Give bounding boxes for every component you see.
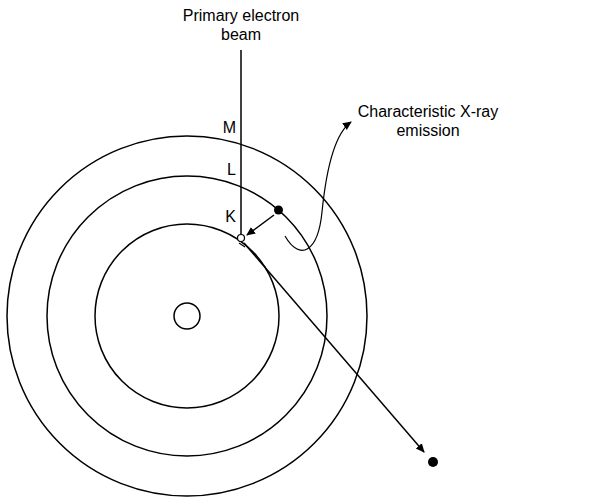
l-shell — [47, 176, 327, 456]
x-ray-arrow — [285, 122, 351, 250]
x-ray-label: Characteristic X-ray emission — [353, 102, 503, 140]
nucleus — [174, 303, 200, 329]
beam-label: Primary electron beam — [171, 6, 311, 44]
shell-label: L — [218, 160, 236, 179]
shell-label: M — [218, 118, 236, 137]
shell-label: K — [218, 207, 236, 226]
transition-arrow — [247, 215, 274, 235]
primary-beam-line — [240, 50, 242, 234]
electron-hole — [238, 235, 245, 242]
scatter-line — [239, 243, 245, 247]
l-electron — [274, 206, 283, 215]
ejected-electron-path — [244, 243, 424, 452]
m-shell — [7, 136, 367, 496]
ejected-electron — [428, 457, 438, 467]
